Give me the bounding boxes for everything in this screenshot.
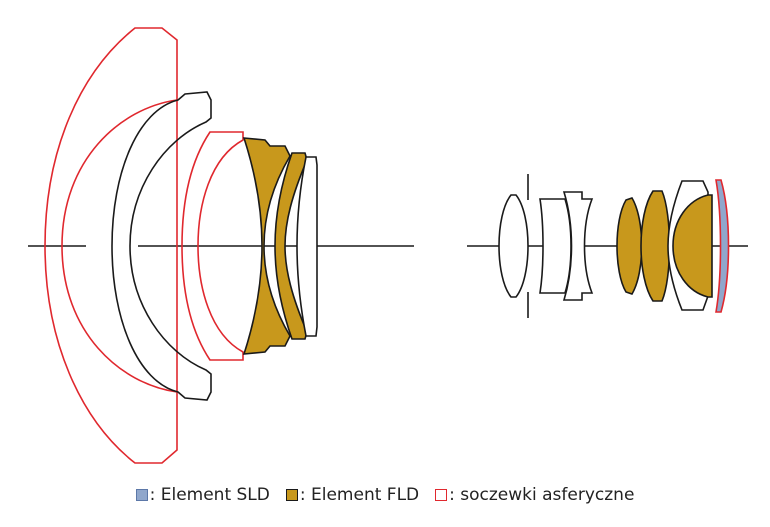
lens-construction-diagram	[28, 27, 748, 464]
lens-element-2	[111, 91, 212, 401]
lens-element-10-fld	[616, 197, 643, 295]
lens-element-8	[539, 198, 572, 294]
sld-swatch-icon	[135, 489, 148, 501]
lens-element-9	[562, 191, 594, 301]
legend-item-sld: : Element SLD	[135, 485, 270, 505]
legend: : Element SLD : Element FLD : soczewki a…	[0, 480, 770, 510]
lens-element-6	[296, 156, 318, 337]
legend-label-fld: : Element FLD	[299, 485, 420, 505]
legend-item-fld: : Element FLD	[285, 485, 420, 505]
lens-element-13-fld	[672, 194, 713, 298]
lens-element-11-fld	[640, 190, 671, 302]
legend-label-sld: : Element SLD	[149, 485, 270, 505]
lens-element-3-aspheric	[181, 131, 244, 361]
lens-element-4-fld	[242, 137, 291, 355]
legend-label-aspheric: : soczewki asferyczne	[449, 485, 635, 505]
lens-element-7	[498, 194, 529, 298]
legend-item-aspheric: : soczewki asferyczne	[435, 485, 634, 505]
lens-element-1-aspheric	[44, 27, 178, 464]
lens-element-14-sld-aspheric	[715, 179, 730, 313]
fld-swatch-icon	[285, 489, 298, 501]
aspheric-swatch-icon	[435, 489, 448, 501]
